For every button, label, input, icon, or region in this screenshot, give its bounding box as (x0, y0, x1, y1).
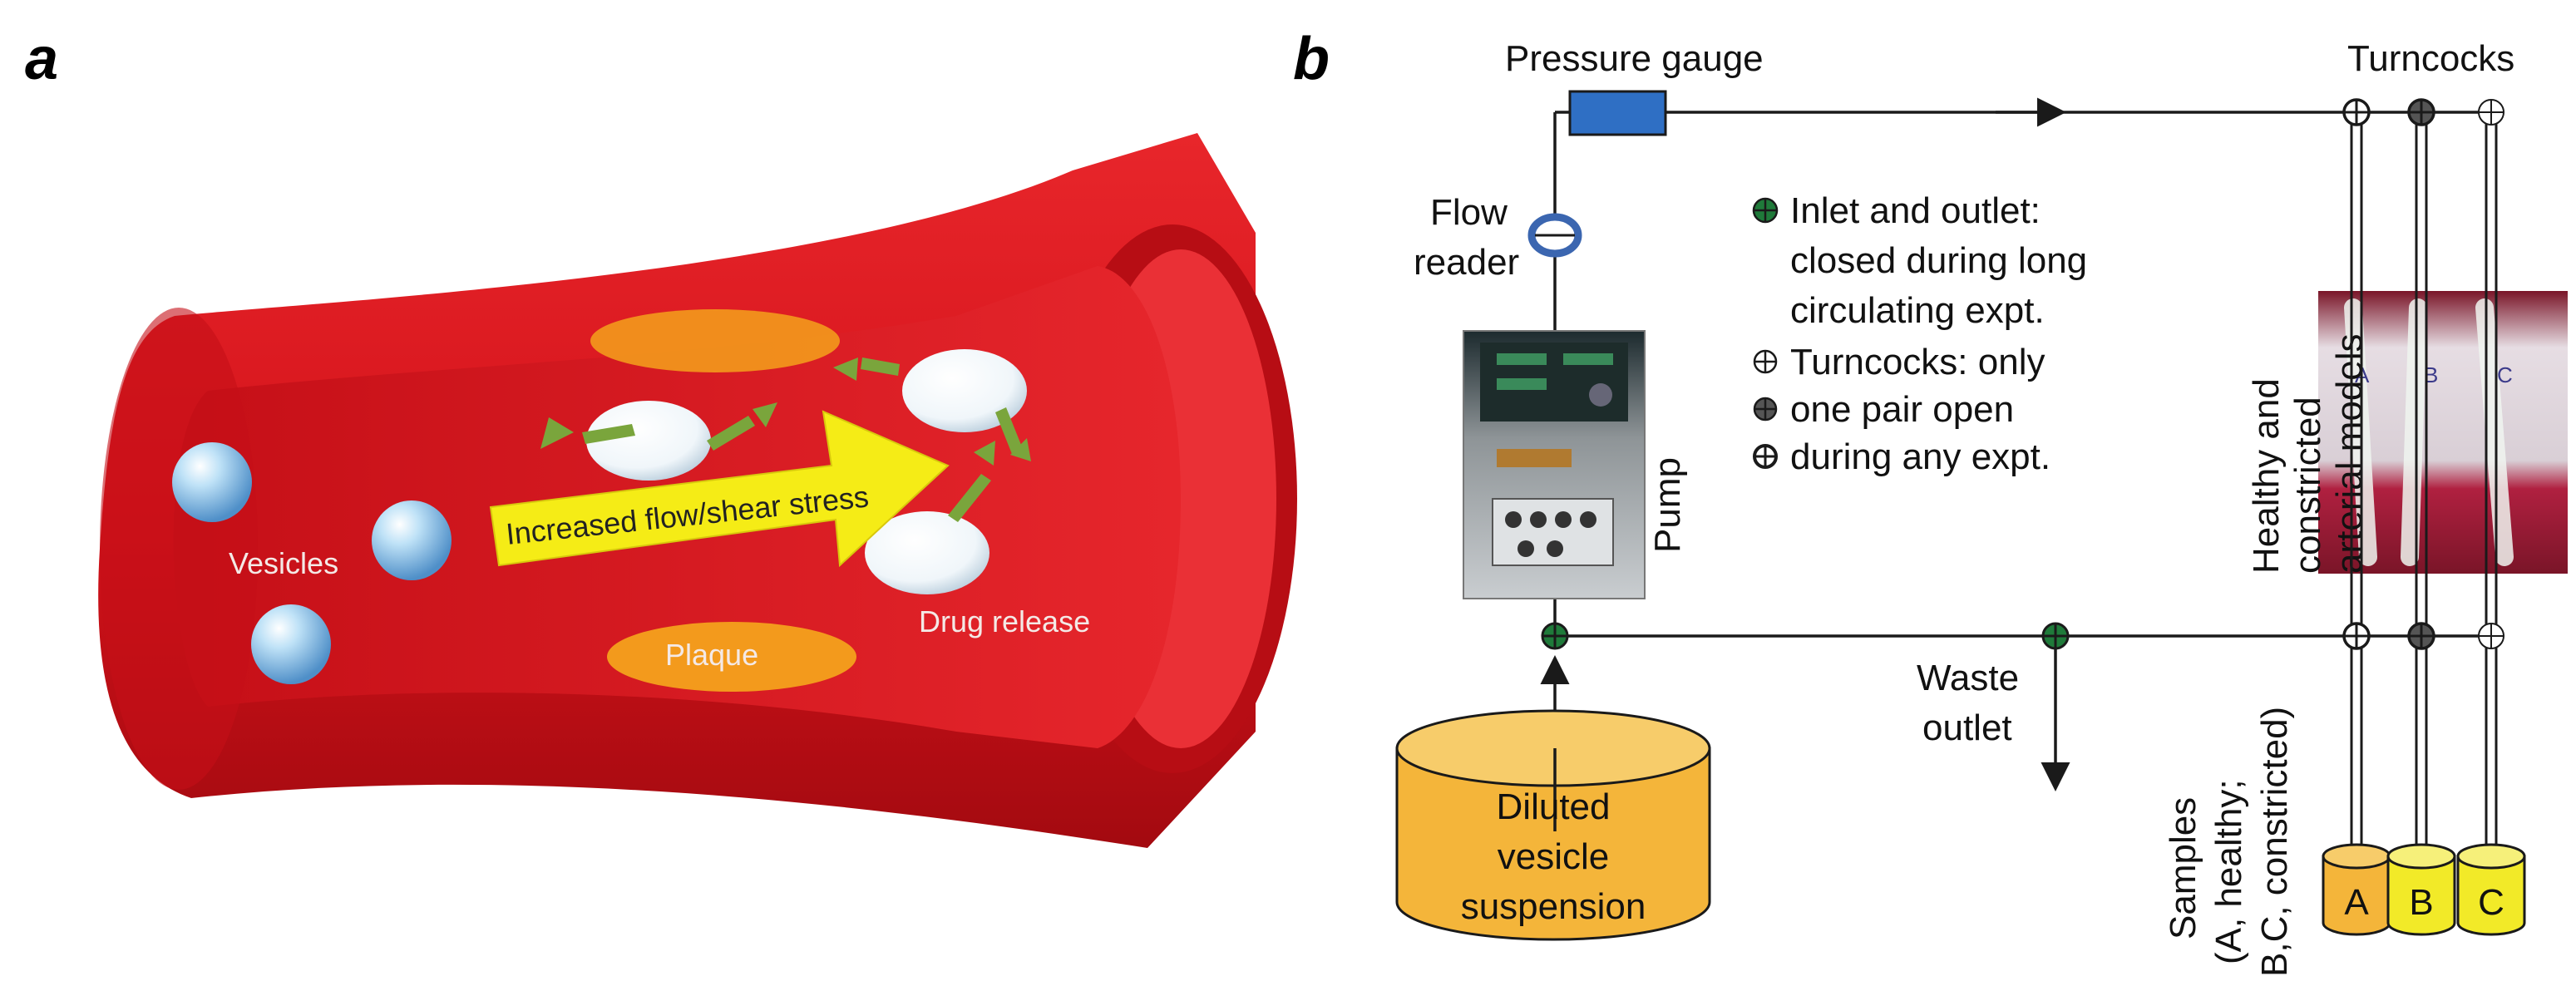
arterial-label-1: Healthy and (2246, 378, 2287, 574)
flow-arrow (489, 410, 950, 568)
legend-inlet-line-1: Inlet and outlet: (1790, 190, 2041, 231)
releasing-vesicle-3 (865, 511, 989, 594)
reservoir-label-2: vesicle (1498, 836, 1610, 877)
drug-release-label: Drug release (919, 604, 1090, 638)
arterial-label-2: constricted (2287, 397, 2328, 574)
arterial-label-3: arterial models (2329, 333, 2370, 574)
flow-reader-label-2: reader (1414, 242, 1519, 283)
pump-label: Pump (1647, 457, 1688, 553)
panel-b: b Pressure gauge Turncocks Flow reader (1293, 26, 2568, 977)
plaque-top (590, 309, 840, 372)
plaque-bottom (607, 622, 856, 692)
sample-tube-a-label: A (2344, 882, 2369, 923)
legend-turncock-line-2: one pair open (1790, 389, 2014, 430)
vesicle-2 (372, 500, 452, 580)
vessel-front-lip (100, 308, 258, 790)
panel-b-letter: b (1293, 26, 1330, 92)
inlet-valve-cross (1542, 624, 1567, 648)
sample-tube-c-label: C (2478, 882, 2504, 923)
pressure-gauge-label: Pressure gauge (1505, 38, 1764, 79)
plaque-label: Plaque (665, 638, 758, 672)
model-letter-c: C (2497, 362, 2513, 387)
samples-label-3: B,C, constricted) (2254, 707, 2295, 977)
legend-inlet-line-3: circulating expt. (1790, 290, 2045, 331)
vesicles-label: Vesicles (229, 546, 338, 580)
vesicle-1 (172, 442, 252, 522)
waste-outlet-label-2: outlet (1922, 707, 2012, 748)
samples-label-1: Samples (2163, 797, 2203, 939)
turncocks-top (2342, 98, 2504, 126)
legend-turncock-line-3: during any expt. (1790, 436, 2050, 477)
legend-turncock-line-1: Turncocks: only (1790, 342, 2045, 382)
drug-release-arrows (540, 357, 1031, 522)
releasing-vesicle-1 (586, 401, 711, 481)
panel-a-letter: a (25, 26, 58, 92)
pump (1463, 330, 1646, 599)
reservoir-label-1: Diluted (1497, 786, 1611, 827)
legend-inlet-line-2: closed during long (1790, 240, 2087, 281)
model-tubes (2350, 112, 2498, 856)
sample-tube-b-label: B (2409, 882, 2433, 923)
sample-tube-b (2386, 843, 2456, 936)
releasing-vesicle-2 (902, 349, 1027, 432)
turncocks-label: Turncocks (2347, 38, 2514, 79)
flow-reader-label-1: Flow (1430, 192, 1508, 233)
vesicle-3 (251, 604, 331, 684)
legend: Inlet and outlet: closed during long cir… (1752, 190, 2087, 477)
samples-label-2: (A, healthy; (2208, 779, 2249, 964)
reservoir (1395, 709, 1711, 941)
waste-outlet-label-1: Waste (1917, 658, 2019, 698)
pressure-gauge (1568, 90, 1667, 136)
waste-outlet-valve-cross (2043, 624, 2068, 648)
panel-a: a Plaque Vesicles Incr (25, 26, 1297, 848)
turncocks-bottom (2342, 622, 2504, 650)
reservoir-label-3: suspension (1461, 886, 1646, 927)
sample-tube-c (2456, 843, 2526, 936)
